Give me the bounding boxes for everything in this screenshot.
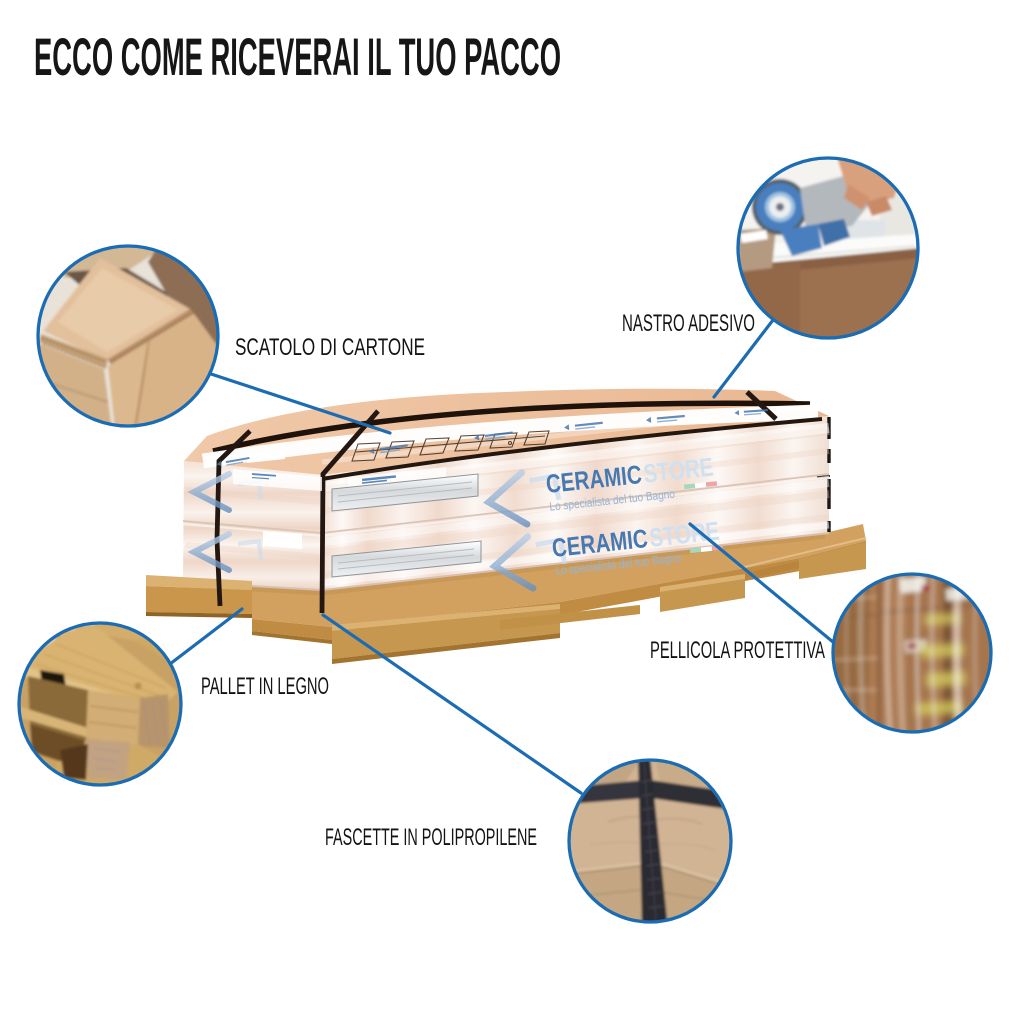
svg-text:SCATOLO DI CARTONE: SCATOLO DI CARTONE	[235, 334, 425, 361]
svg-text:ECCO COME RICEVERAI IL TUO PAC: ECCO COME RICEVERAI IL TUO PACCO	[34, 28, 561, 87]
svg-text:PALLET IN LEGNO: PALLET IN LEGNO	[201, 673, 329, 700]
svg-text:STORE: STORE	[642, 452, 715, 489]
svg-text:FASCETTE IN POLIPROPILENE: FASCETTE IN POLIPROPILENE	[325, 824, 537, 851]
svg-text:PELLICOLA PROTETTIVA: PELLICOLA PROTETTIVA	[650, 637, 825, 664]
svg-text:NASTRO ADESIVO: NASTRO ADESIVO	[622, 310, 755, 337]
svg-text:STORE: STORE	[648, 516, 721, 553]
